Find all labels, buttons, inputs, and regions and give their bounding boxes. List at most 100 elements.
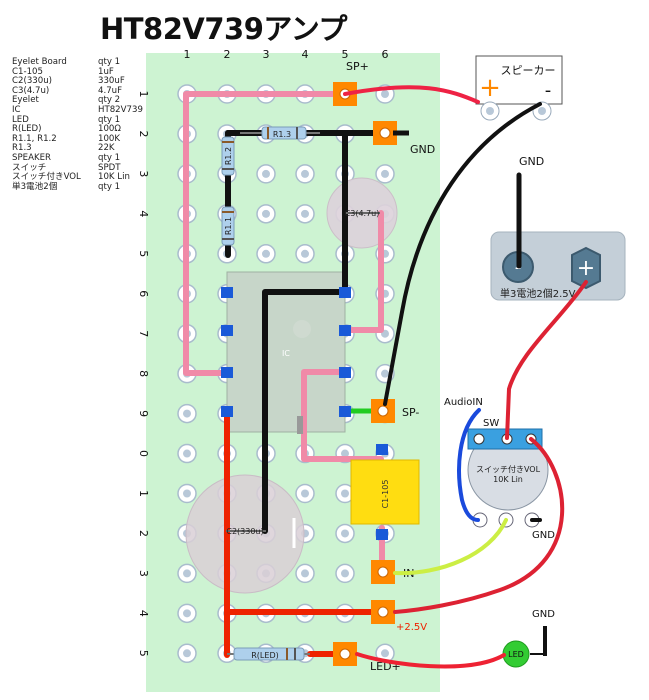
bom-item-name: R1.3 [12,143,32,154]
row-label: 5 [137,650,150,657]
ic-pin [339,406,351,417]
resistor-r12: R1.2 [221,136,235,176]
bom-item-name: 単3電池2個 [12,181,58,192]
label-gnd-led: GND [532,609,555,620]
bom-row: C2(330u)330uF [12,77,143,87]
label-gnd-battery: GND [519,155,544,168]
eyelet-hole [262,209,270,218]
pink-wire-left-loop [183,91,348,376]
wire-battery-plus-to-switch [505,280,588,440]
wire-audioin [457,408,481,522]
c2-capacitor-body [185,474,305,594]
row-label: 3 [137,570,150,577]
ic-body [226,271,346,433]
column-label: 3 [263,48,270,61]
eyelet-hole [341,489,349,498]
eyelet-hole [381,649,389,658]
bom-item-qty: 10K Lin [98,172,130,183]
battery-pack: - + 単3電池2個2.5V [490,231,626,301]
bom-item-qty: qty 1 [98,181,121,192]
bom-row: 単3電池2個 qty 1 [12,181,143,193]
diagram-title: HT82V739アンプ [100,12,347,46]
resistor-r11: R1.1 [221,206,235,246]
eyelet-hole [301,169,309,178]
bom-item-name: Eyelet Board [12,57,67,67]
label-sp-plus: SP+ [346,60,369,73]
eyelet-hole [381,369,389,378]
speaker-plus: + [479,73,501,103]
bom-row: C3(4.7u) 4.7uF [12,85,143,97]
bom-item-qty: 22K [98,143,115,154]
bom-row: R1.1, R1.2 100K [12,133,143,145]
eyelet-hole [301,489,309,498]
c1-pin [376,444,388,455]
bom-item-name: R1.1, R1.2 [12,133,57,144]
r11-label: R1.1 [224,217,233,235]
label-gnd-board: GND [410,143,435,156]
row-label: 2 [137,530,150,537]
bom-item-name: C1-105 [12,66,43,77]
column-label: 5 [342,48,349,61]
eyelet-hole [183,489,191,498]
row-label: 5 [137,250,150,257]
label-audio-in: AudioIN [444,397,483,408]
row-label: 9 [137,410,150,417]
bom-item-name: スイッチ [12,162,47,173]
eyelet-hole [183,409,191,418]
ic-pin [221,367,233,378]
bom-item-name: IC [12,104,21,115]
label-sp-minus: SP- [402,406,419,419]
ic-pin [339,367,351,378]
resistor-r13: R1.3 [240,126,320,140]
ic-label: IC [282,349,290,358]
speaker-minus: - [545,80,552,101]
bom-item-qty: 100K [98,133,121,144]
bom-row: スイッチ付きVOL 10K Lin [12,173,143,183]
eyelet-hole [183,449,191,458]
bom-item-qty: 4.7uF [98,85,123,96]
bom-item-qty: 330uF [98,76,125,87]
wire-wiper-to-in [393,518,508,576]
bom-item-name: R(LED) [12,124,42,135]
bom-row: R(LED)100Ω [12,125,143,135]
eyelet-hole [381,169,389,178]
ic-pins [221,287,388,540]
c1-capacitor [350,459,420,525]
ic-pin [339,325,351,336]
bom-item-name: スイッチ付きVOL [12,172,81,183]
r13-label: R1.3 [273,130,291,139]
c2-label: C2(330u) [226,527,263,536]
eyelet-hole [262,169,270,178]
volume-label-1: スイッチ付きVOL [476,464,541,474]
bom-item-name: SPEAKER [12,152,51,163]
r12-label: R1.2 [224,147,233,165]
row-label: 7 [137,330,150,337]
orange-pad-holes [339,88,391,660]
external-wires [343,85,588,669]
eyelet-hole [301,209,309,218]
eyelet-hole [301,249,309,258]
speaker-label: スピーカー [501,64,556,77]
wire-switch-to-plus25 [393,437,565,614]
bom-item-name: C3(4.7u) [12,85,50,96]
column-label: 4 [302,48,309,61]
label-plus25: +2.5V [396,622,427,633]
volume-switch: スイッチ付きVOL 10K Lin [467,428,549,528]
eyelet-hole [183,569,191,578]
bom-row: R1.3 22K [12,144,143,154]
pink-wire-ic-to-c1 [301,369,384,462]
column-label: 1 [184,48,191,61]
resistor-rled: R(LED) [227,647,310,661]
led-label: LED [508,650,524,659]
bom-item-qty: qty 2 [98,95,121,106]
ic-pin [221,287,233,298]
eyelet-hole [341,529,349,538]
eyelet-hole [381,90,389,98]
